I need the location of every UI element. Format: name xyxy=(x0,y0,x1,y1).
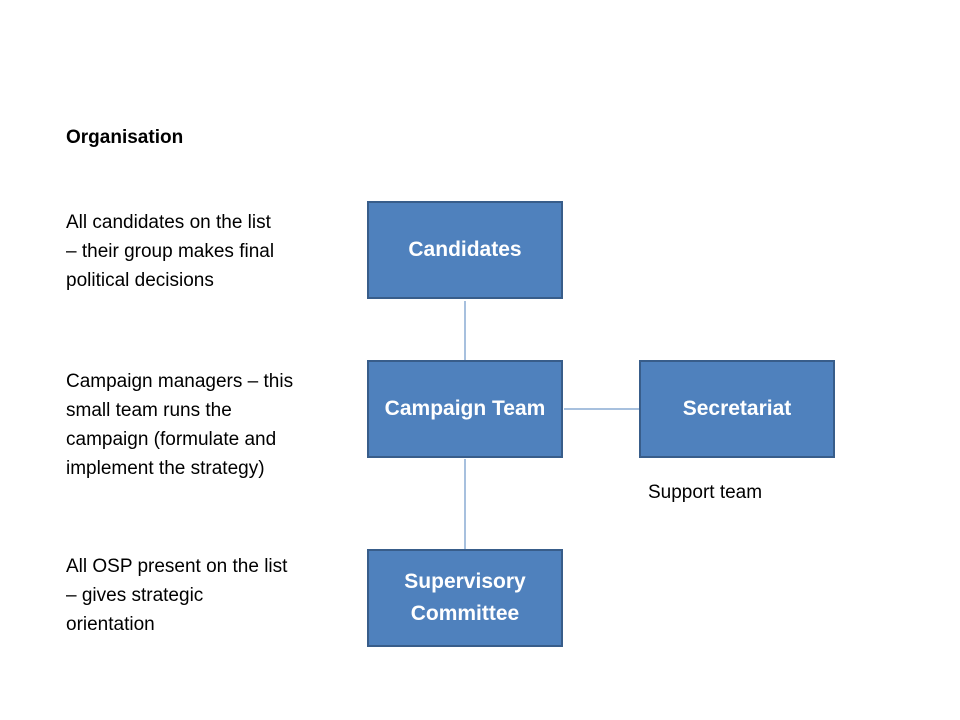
description-line: political decisions xyxy=(66,270,214,291)
campaign-team-description: Campaign managers – this small team runs… xyxy=(66,367,334,483)
secretariat-note: Support team xyxy=(648,482,763,503)
description-line: All candidates on the list xyxy=(66,212,271,233)
description-line: – gives strategic xyxy=(66,585,204,606)
node-campaign-team: Campaign Team xyxy=(367,360,563,458)
description-line: campaign (formulate and xyxy=(66,429,277,450)
candidates-description: All candidates on the list – their group… xyxy=(66,208,334,295)
description-line: orientation xyxy=(66,614,155,635)
node-label: Campaign Team xyxy=(384,397,546,420)
description-line: implement the strategy) xyxy=(66,458,265,479)
supervisory-description: All OSP present on the list – gives stra… xyxy=(66,552,334,639)
node-label: Committee xyxy=(410,602,520,625)
node-supervisory-committee: Supervisory Committee xyxy=(367,549,563,647)
description-line: small team runs the xyxy=(66,400,232,421)
node-secretariat: Secretariat xyxy=(639,360,835,458)
description-line: All OSP present on the list xyxy=(66,556,288,577)
description-line: Campaign managers – this xyxy=(66,371,294,392)
node-candidates: Candidates xyxy=(367,201,563,299)
node-label: Supervisory xyxy=(404,570,526,593)
page-title: Organisation xyxy=(66,127,184,148)
description-line: – their group makes final xyxy=(66,241,275,262)
node-label: Secretariat xyxy=(682,397,792,420)
node-label: Candidates xyxy=(408,238,522,261)
